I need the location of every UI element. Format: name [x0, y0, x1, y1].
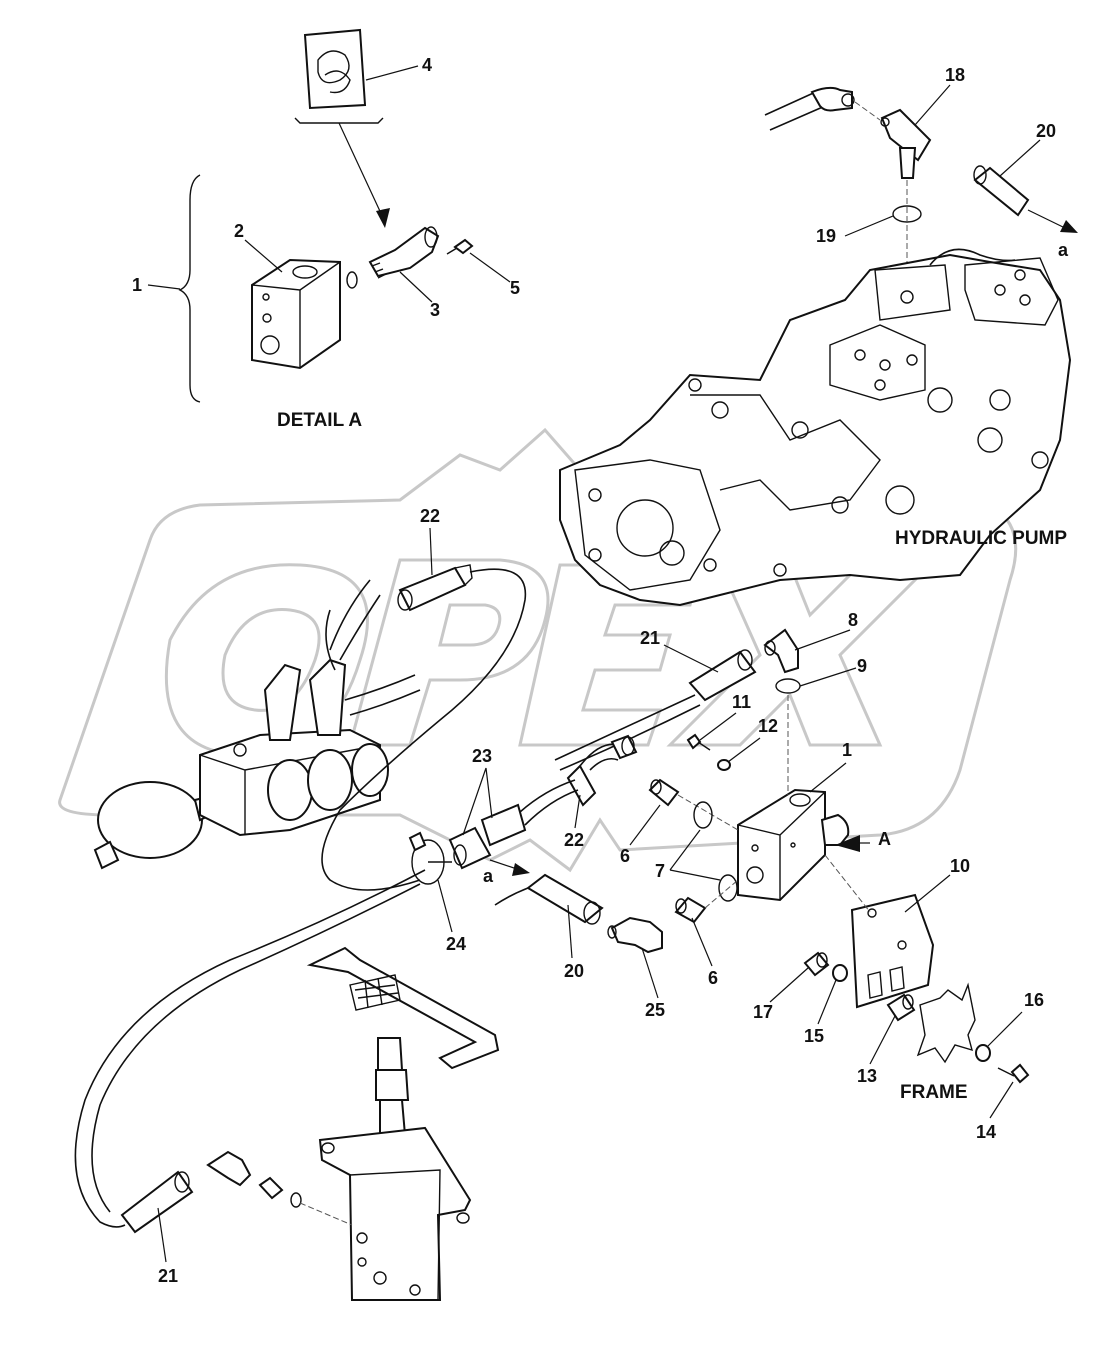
hose-fitting-part-20-mid — [494, 873, 604, 925]
callout-22-mid: 22 — [564, 830, 584, 850]
elbow-upper — [810, 86, 853, 112]
o-ring-part-7-b — [718, 874, 738, 902]
callout-12: 12 — [758, 716, 778, 736]
hose-fitting-part-22-top — [397, 564, 473, 612]
callout-2: 2 — [234, 221, 244, 241]
connector-part-23 — [448, 779, 579, 870]
nipple-fitting-part-6-bottom — [674, 896, 707, 924]
detail-a-caption: DETAIL A — [277, 410, 362, 431]
hose-fitting-part-21-bottom — [120, 1170, 194, 1234]
elbow-fitting-part-25 — [607, 916, 663, 954]
callout-7: 7 — [655, 861, 665, 881]
callout-3: 3 — [430, 300, 440, 320]
screw-part-5 — [446, 238, 474, 255]
callout-17: 17 — [753, 1002, 773, 1022]
cartridge-valve-part-3 — [368, 226, 440, 279]
callout-24: 24 — [446, 934, 466, 954]
o-ring-part-7-a — [693, 801, 713, 829]
pump-area: 18 19 20 a — [559, 65, 1078, 607]
callout-10: 10 — [950, 856, 970, 876]
callout-14: 14 — [976, 1122, 996, 1142]
pump-hose-upper — [764, 89, 826, 131]
callout-1-detail: 1 — [132, 275, 142, 295]
flow-label-a-mid: a — [483, 866, 494, 886]
o-ring-bottom — [290, 1192, 302, 1208]
callout-21-bottom: 21 — [158, 1266, 178, 1286]
detail-bracket — [178, 174, 201, 403]
hose-loop-main — [321, 568, 527, 891]
callout-22-top: 22 — [420, 506, 440, 526]
left-valve-assembly — [93, 579, 421, 870]
view-a-label: A — [878, 829, 891, 849]
washer-part-12 — [717, 759, 731, 771]
spacer-part-17 — [803, 951, 830, 977]
callout-6-top: 6 — [620, 846, 630, 866]
hose-fitting-part-21-mid — [688, 649, 757, 702]
accumulator — [97, 781, 203, 859]
tee-fitting-part-18 — [880, 108, 932, 179]
callout-15: 15 — [804, 1026, 824, 1046]
washer-part-15 — [832, 964, 848, 982]
elbow-fitting-bottom — [206, 1150, 252, 1187]
detail-a-group: 1 2 3 5 — [132, 28, 520, 431]
callout-20-mid: 20 — [564, 961, 584, 981]
callout-23: 23 — [472, 746, 492, 766]
valve-block-part-2 — [251, 258, 341, 370]
hydraulic-pump-caption: HYDRAULIC PUMP — [895, 528, 1067, 549]
hose-21-to-block — [554, 694, 701, 771]
clip-part-24 — [408, 831, 452, 885]
callout-16: 16 — [1024, 990, 1044, 1010]
callout-5: 5 — [510, 278, 520, 298]
elbow-fitting-part-8 — [763, 628, 799, 674]
callout-1-block: 1 — [842, 740, 852, 760]
callout-11: 11 — [732, 692, 751, 712]
hose-fitting-part-20-top — [973, 165, 1030, 217]
callout-4: 4 — [422, 55, 432, 75]
frame-section — [916, 982, 976, 1064]
o-ring-detail — [346, 271, 358, 289]
callout-8: 8 — [848, 610, 858, 630]
flow-label-a-top: a — [1058, 240, 1069, 260]
seal-kit-bag-part-4 — [303, 28, 367, 110]
o-ring-part-9 — [775, 678, 801, 694]
hydraulic-pump — [559, 248, 1072, 607]
callout-13: 13 — [857, 1066, 877, 1086]
hose-part-22-mid — [566, 734, 638, 807]
callout-9: 9 — [857, 656, 867, 676]
screw-part-11 — [686, 733, 711, 751]
washer-part-16 — [975, 1044, 991, 1062]
callout-25: 25 — [645, 1000, 665, 1020]
callout-19: 19 — [816, 226, 836, 246]
callout-20-top: 20 — [1036, 121, 1056, 141]
mounting-plate-part-10 — [850, 893, 935, 1009]
spacer-part-13 — [886, 993, 916, 1022]
frame-caption: FRAME — [900, 1082, 968, 1103]
view-a-arrow — [835, 835, 860, 852]
nipple-fitting-part-6-top — [648, 778, 680, 807]
foot-pedal-valve — [306, 946, 500, 1301]
hose-long-to-pedal — [74, 869, 426, 1228]
callout-18: 18 — [945, 65, 965, 85]
callout-21-mid: 21 — [640, 628, 660, 648]
nipple-fitting-bottom — [258, 1176, 284, 1200]
callout-6-bottom: 6 — [708, 968, 718, 988]
bolt-part-14 — [997, 1063, 1030, 1084]
manifold-block-part-1 — [737, 788, 850, 902]
